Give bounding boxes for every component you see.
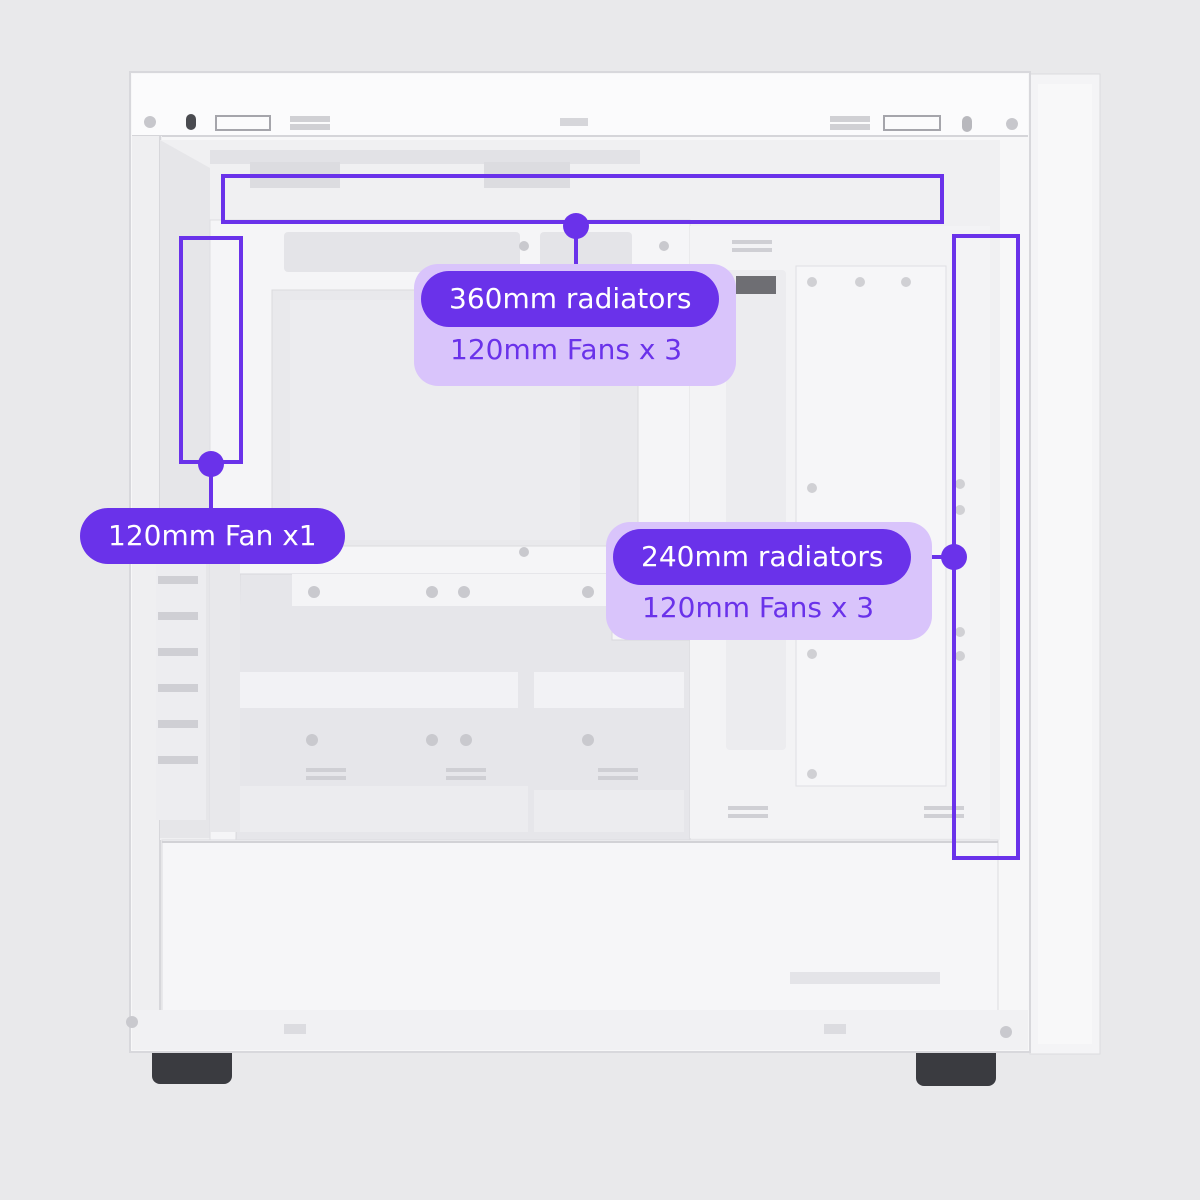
- top-callout-connector: [574, 226, 578, 270]
- side-callout-dot: [198, 451, 224, 477]
- front-radiator-callout: 240mm radiators 120mm Fans x 3: [606, 522, 932, 640]
- front-radiator-title: 240mm radiators: [613, 529, 912, 585]
- top-radiator-callout: 360mm radiators 120mm Fans x 3: [414, 264, 736, 386]
- side-callout-connector: [209, 466, 213, 510]
- rear-fan-callout: 120mm Fan x1: [80, 508, 345, 564]
- top-callout-dot: [563, 213, 589, 239]
- case-foot-left: [152, 1044, 232, 1084]
- top-radiator-title: 360mm radiators: [421, 271, 720, 327]
- front-callout-dot: [941, 544, 967, 570]
- case-foot-right: [916, 1044, 996, 1086]
- top-radiator-detail: 120mm Fans x 3: [450, 333, 683, 366]
- front-radiator-detail: 120mm Fans x 3: [642, 591, 875, 624]
- rear-fan-zone: [179, 236, 243, 464]
